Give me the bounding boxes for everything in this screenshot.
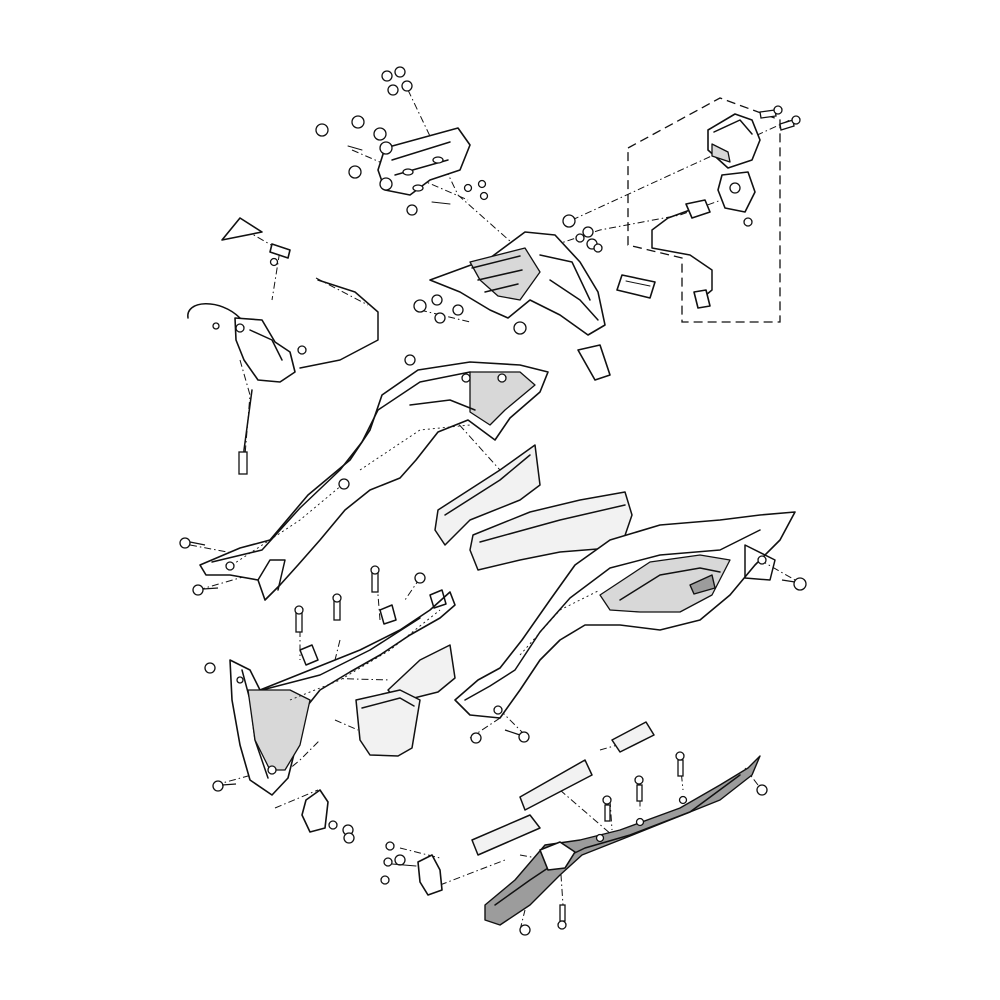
right-cowl-screws — [470, 577, 807, 744]
trim-strip-front — [471, 814, 541, 856]
seat-lock-assembly — [187, 303, 307, 383]
rear-fender — [429, 231, 611, 381]
reflector — [616, 274, 656, 299]
seat-lock-cable — [238, 279, 379, 475]
lower-pad-large — [355, 689, 421, 757]
trim-strip-mid — [519, 759, 593, 811]
cowl-screws-left — [179, 354, 416, 596]
right-side-cowl — [454, 511, 796, 719]
hook-bracket-lower — [301, 789, 355, 844]
trim-strip-rear — [611, 721, 655, 753]
front-trim-bracket — [380, 841, 443, 896]
bolt-cluster-top — [315, 66, 489, 216]
license-lamp-bracket — [717, 171, 756, 213]
tail-light-lens — [707, 113, 761, 169]
trim-screws — [519, 751, 768, 936]
tail-light-group-box — [627, 97, 781, 323]
lower-side-cowl — [229, 589, 456, 796]
under-cowl-trim — [484, 755, 761, 926]
lower-cowl-screws — [204, 565, 426, 792]
lamp-cable — [651, 199, 713, 309]
washer-cluster-mid — [413, 214, 603, 335]
upper-bracket-assembly — [377, 127, 471, 196]
seat-pad-upper — [434, 444, 541, 546]
upper-side-cowl — [199, 361, 549, 601]
seat-lock-flag — [221, 217, 291, 267]
tail-light-screws — [743, 105, 801, 227]
